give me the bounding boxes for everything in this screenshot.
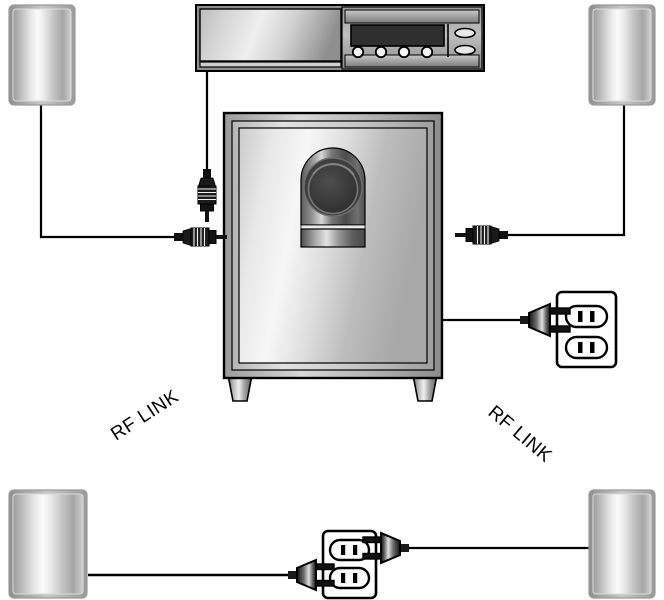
speaker-front-right-face [592, 8, 652, 102]
speaker-rear-left[interactable] [8, 489, 88, 599]
bass-port [300, 228, 366, 248]
speaker-rear-right-face [592, 493, 652, 595]
cable-front-right-to-subwoofer [506, 104, 626, 237]
knob-3[interactable] [397, 45, 411, 59]
outlet-upper[interactable] [555, 290, 618, 369]
ac-plug-rear-right[interactable] [362, 531, 409, 565]
speaker-front-left-face [12, 8, 72, 102]
outlet-lower[interactable] [321, 529, 378, 600]
receiver-side-buttons[interactable] [454, 27, 476, 56]
knob-4[interactable] [420, 45, 434, 59]
outlet-upper-socket-2[interactable] [564, 335, 609, 360]
knob-1[interactable] [351, 45, 365, 59]
subwoofer-unit[interactable] [222, 111, 444, 402]
speaker-rear-left-face [12, 493, 84, 595]
side-button-1[interactable] [454, 27, 476, 39]
side-button-2[interactable] [454, 44, 476, 56]
ac-plug-subwoofer[interactable] [520, 302, 571, 338]
outlet-lower-socket-2[interactable] [328, 566, 371, 590]
outlet-upper-socket-1[interactable] [564, 304, 609, 329]
speaker-front-left[interactable] [8, 4, 76, 106]
rca-plug-subwoofer-input[interactable] [197, 169, 217, 222]
outlet-lower-socket-1[interactable] [328, 538, 371, 562]
ac-plug-rear-left[interactable] [288, 558, 335, 592]
lcd-display [350, 24, 445, 47]
speaker-front-right[interactable] [588, 4, 656, 106]
receiver-unit[interactable] [195, 4, 485, 72]
rf-link-label-left: RF LINK [107, 386, 182, 445]
rca-plug-right-speaker[interactable] [455, 225, 508, 245]
rca-plug-left-speaker[interactable] [174, 227, 227, 247]
cone-driver [307, 163, 359, 215]
speaker-rear-right[interactable] [588, 489, 656, 599]
cable-front-left-to-subwoofer [39, 104, 176, 239]
cable-layer [39, 72, 626, 577]
rf-link-label-right: RF LINK [484, 402, 556, 467]
knob-2[interactable] [374, 45, 388, 59]
receiver-knobs[interactable] [351, 45, 434, 59]
receiver-faceplate [199, 8, 342, 62]
